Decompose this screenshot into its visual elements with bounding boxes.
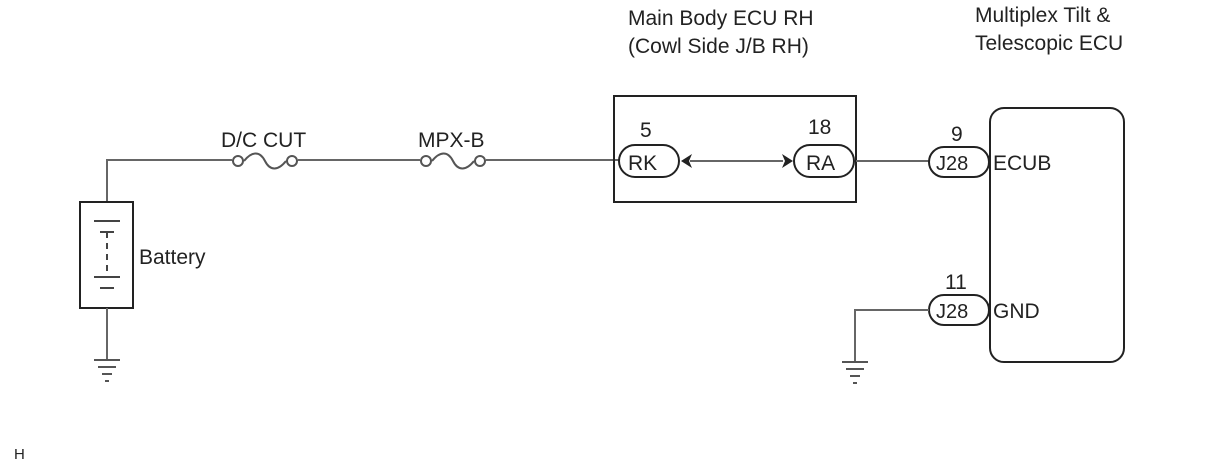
ecu-ground-icon [842,361,868,384]
dc-cut-fuse: D/C CUT [221,129,306,170]
tilt-ecu-title: Multiplex Tilt & [975,4,1110,27]
battery-symbol [79,201,134,360]
mpx-b-label: MPX-B [418,129,485,152]
pin-ecub-number: 9 [951,123,963,146]
main-body-ecu-box [613,95,857,203]
battery-label: Battery [139,246,206,269]
pin-ecub-connector [928,146,990,178]
battery-feed-wire [106,159,622,202]
main-body-ecu-subtitle: (Cowl Side J/B RH) [628,35,809,58]
gnd-wire [854,309,929,362]
corner-mark: H [14,446,25,463]
tilt-ecu-box [989,107,1125,363]
battery-ground-icon [94,359,120,382]
pin-gnd-number: 11 [945,271,967,294]
tilt-ecu-subtitle: Telescopic ECU [975,32,1123,55]
pin-ra-number: 18 [808,116,831,139]
pin-ecub-label: ECUB [993,152,1051,175]
dc-cut-label: D/C CUT [221,129,306,152]
pin-gnd-connector-label: J28 [936,301,968,323]
main-body-ecu-title: Main Body ECU RH [628,7,814,30]
pin-rk-connector [618,144,680,178]
pin-ra-label: RA [806,152,835,175]
pin-rk-label: RK [628,152,657,175]
internal-connection [681,154,793,168]
pin-ecub-connector-label: J28 [936,153,968,175]
pin-rk-number: 5 [640,119,652,142]
pin-gnd-label: GND [993,300,1040,323]
mpx-b-fuse: MPX-B [418,129,486,170]
pin-ra-connector [793,144,855,178]
